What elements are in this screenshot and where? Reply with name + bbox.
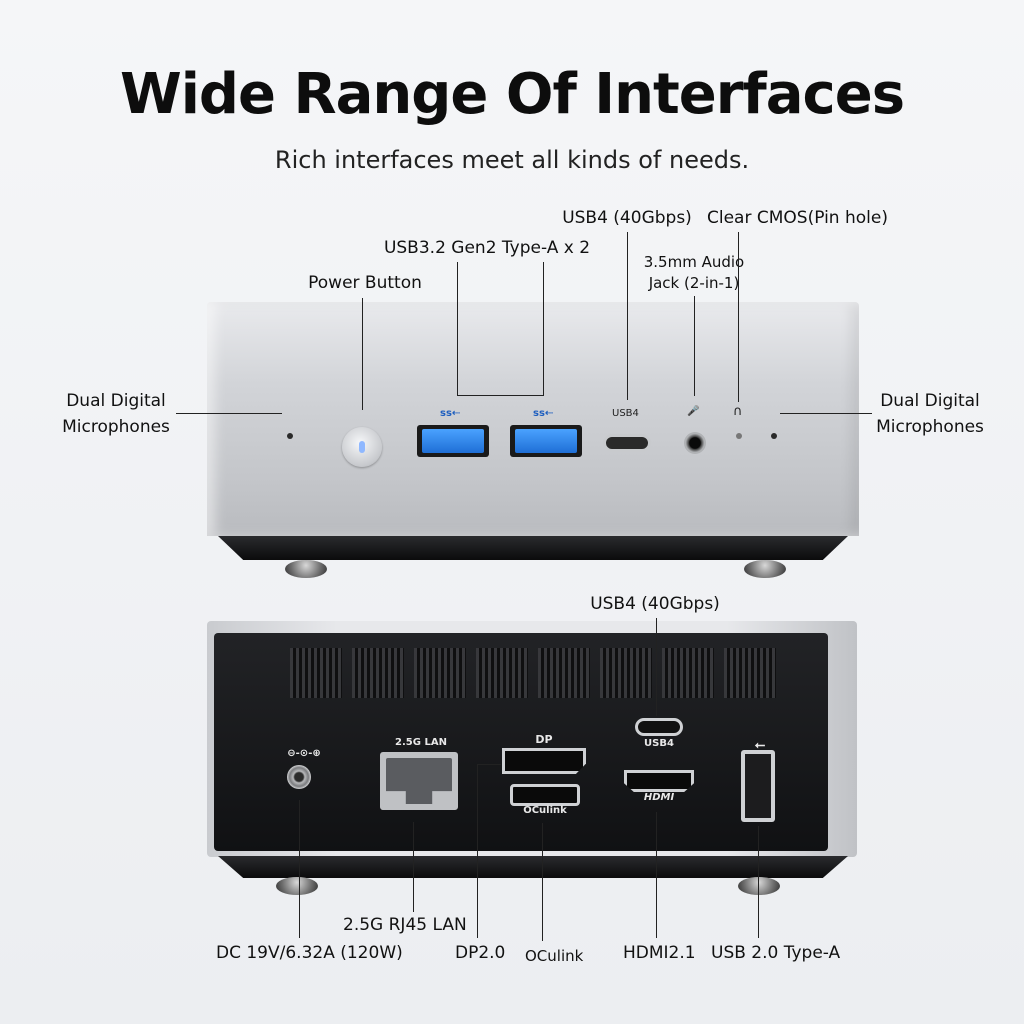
- dc-jack[interactable]: [287, 765, 311, 789]
- rj45-port[interactable]: [380, 752, 458, 810]
- leader-dp-horizontal: [477, 764, 501, 765]
- hdmi-port[interactable]: [624, 770, 694, 792]
- label-mic-right-line1: Dual Digital: [880, 391, 980, 411]
- vent-4: [476, 648, 528, 698]
- front-usb4-port[interactable]: [603, 434, 651, 452]
- leader-rear-usb4: [656, 618, 657, 716]
- dp-mark: DP: [535, 733, 553, 746]
- label-hdmi: HDMI2.1: [623, 943, 696, 963]
- leader-usb32-b: [543, 262, 544, 396]
- vent-5: [538, 648, 590, 698]
- leader-audio: [694, 296, 695, 396]
- oculink-mark: OCulink: [523, 805, 567, 816]
- label-cmos: Clear CMOS(Pin hole): [707, 208, 888, 228]
- label-mic-right-line2: Microphones: [876, 417, 984, 437]
- label-front-usb4: USB4 (40Gbps): [562, 208, 692, 228]
- front-chassis: [207, 302, 859, 536]
- hdmi-mark: HDMI: [643, 792, 675, 803]
- vent-6: [600, 648, 652, 698]
- usb-symbol-icon: ⭠: [754, 738, 766, 753]
- label-oculink: OCulink: [525, 947, 584, 965]
- leader-cmos: [738, 232, 739, 402]
- leader-mic-left: [176, 413, 282, 414]
- label-lan: 2.5G RJ45 LAN: [343, 915, 467, 935]
- leader-mic-right: [780, 413, 872, 414]
- leader-hdmi: [656, 812, 657, 938]
- oculink-port[interactable]: [510, 784, 580, 806]
- vent-3: [414, 648, 466, 698]
- power-indicator: [359, 441, 365, 453]
- label-audio-line2: Jack (2-in-1): [648, 274, 740, 292]
- label-audio-line1: 3.5mm Audio: [643, 253, 745, 271]
- rear-usb4-mark: USB4: [644, 738, 674, 749]
- label-dc: DC 19V/6.32A (120W): [216, 943, 403, 963]
- leader-power: [362, 298, 363, 410]
- vent-8: [724, 648, 776, 698]
- rear-usb4-port[interactable]: [635, 718, 683, 736]
- headset-icon: 🎤: [687, 406, 700, 417]
- dc-symbol: ⊖-⊙-⊕: [287, 748, 321, 759]
- label-mic-left-line2: Microphones: [62, 417, 170, 437]
- leader-dp-vertical: [477, 764, 478, 938]
- front-foot-right: [744, 560, 786, 578]
- page-subtitle: Rich interfaces meet all kinds of needs.: [274, 146, 750, 174]
- cmos-icon: ∩: [733, 404, 743, 419]
- front-mic-right: [771, 433, 777, 439]
- dp-port[interactable]: [502, 748, 586, 774]
- leader-oculink: [542, 823, 543, 941]
- superspeed-icon-2: ss⇠: [533, 408, 554, 419]
- usb2-port[interactable]: [741, 750, 775, 822]
- page-title: Wide Range Of Interfaces: [119, 62, 905, 127]
- front-foot-left: [285, 560, 327, 578]
- cmos-pinhole[interactable]: [736, 433, 742, 439]
- leader-usb2: [758, 826, 759, 938]
- leader-usb32-join: [457, 395, 544, 396]
- vent-1: [290, 648, 342, 698]
- label-usb32: USB3.2 Gen2 Type-A x 2: [383, 238, 591, 258]
- usb32-port-1[interactable]: [417, 425, 489, 457]
- rear-base: [218, 856, 848, 878]
- vent-2: [352, 648, 404, 698]
- usb32-port-2[interactable]: [510, 425, 582, 457]
- audio-jack[interactable]: [684, 432, 706, 454]
- leader-dc: [299, 800, 300, 938]
- lan-mark: 2.5G LAN: [395, 737, 447, 748]
- label-power-button: Power Button: [308, 273, 422, 293]
- leader-usb32-a: [457, 262, 458, 396]
- label-mic-left-line1: Dual Digital: [66, 391, 166, 411]
- leader-front-usb4: [627, 232, 628, 400]
- label-usb2: USB 2.0 Type-A: [711, 943, 841, 963]
- label-rear-usb4: USB4 (40Gbps): [590, 594, 720, 614]
- front-usb4-mark: USB4: [612, 408, 639, 419]
- front-mic-left: [287, 433, 293, 439]
- front-base: [218, 536, 848, 560]
- rear-foot-right: [738, 877, 780, 895]
- label-dp: DP2.0: [455, 943, 506, 963]
- superspeed-icon-1: ss⇠: [440, 408, 461, 419]
- rear-foot-left: [276, 877, 318, 895]
- leader-lan: [413, 822, 414, 912]
- vent-7: [662, 648, 714, 698]
